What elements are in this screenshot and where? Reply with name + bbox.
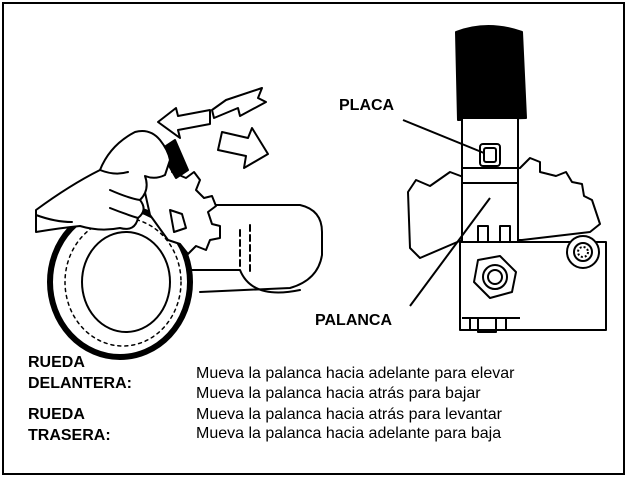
front-wheel-raise-instruction: Mueva la palanca hacia adelante para ele… (196, 365, 515, 382)
hand-on-wheel-illustration (35, 87, 323, 360)
rear-wheel-raise-instruction: Mueva la palanca hacia atrás para levant… (196, 406, 502, 423)
front-wheel-term-line2: DELANTERA: (28, 375, 132, 392)
plate-callout-label: PLACA (339, 97, 395, 114)
rear-wheel-term-line1: RUEDA (28, 406, 85, 423)
rear-wheel-lower-instruction: Mueva la palanca hacia adelante para baj… (196, 425, 502, 442)
lever-callout-label: PALANCA (315, 312, 393, 329)
lever-closeup-illustration (402, 25, 607, 333)
front-wheel-term-line1: RUEDA (28, 354, 85, 371)
front-wheel-lower-instruction: Mueva la palanca hacia atrás para bajar (196, 385, 481, 402)
rear-wheel-term-line2: TRASERA: (28, 427, 111, 444)
figure-frame (2, 2, 625, 475)
